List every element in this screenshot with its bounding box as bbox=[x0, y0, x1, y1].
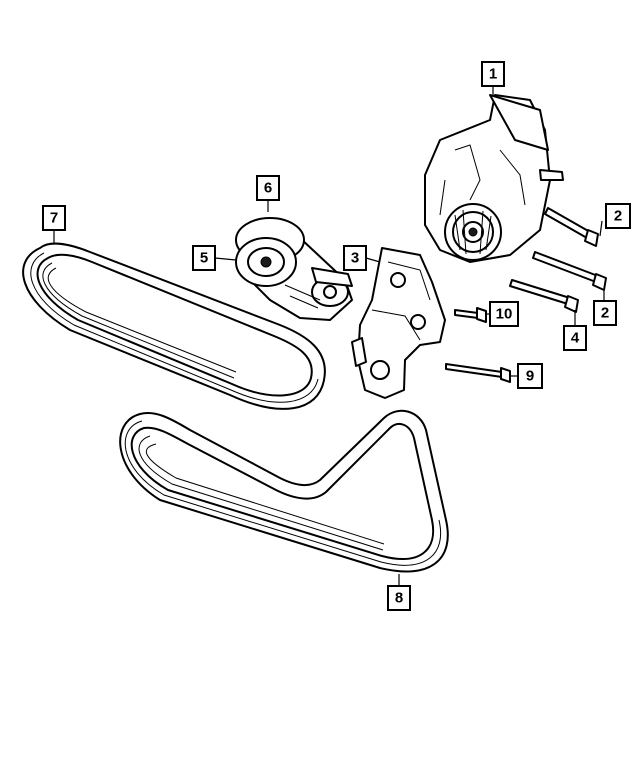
bolt-part-2a bbox=[544, 207, 599, 247]
svg-text:7: 7 bbox=[50, 210, 58, 227]
svg-text:4: 4 bbox=[571, 330, 580, 347]
bolt-part-4 bbox=[509, 279, 579, 313]
callout-4: 4 bbox=[563, 325, 587, 351]
svg-text:1: 1 bbox=[489, 66, 497, 83]
callout-5: 5 bbox=[192, 245, 216, 271]
bolt-part-10 bbox=[454, 307, 487, 323]
callout-1: 1 bbox=[481, 61, 505, 87]
callout-2a: 2 bbox=[605, 203, 631, 229]
svg-text:10: 10 bbox=[496, 306, 513, 323]
callout-7: 7 bbox=[42, 205, 66, 231]
svg-text:9: 9 bbox=[526, 368, 534, 385]
alternator-part-1 bbox=[424, 94, 564, 263]
leader-lines bbox=[53, 86, 605, 586]
callout-9: 9 bbox=[517, 363, 543, 389]
tensioner-part-5-6 bbox=[235, 217, 353, 321]
svg-text:8: 8 bbox=[395, 590, 403, 607]
callout-2b: 2 bbox=[593, 300, 617, 326]
callout-6: 6 bbox=[256, 175, 280, 201]
svg-text:2: 2 bbox=[601, 305, 609, 322]
bolt-part-2b bbox=[532, 251, 607, 291]
callout-8: 8 bbox=[387, 585, 411, 611]
belt-part-8 bbox=[119, 409, 449, 573]
svg-text:3: 3 bbox=[351, 250, 359, 267]
callout-10: 10 bbox=[489, 301, 519, 327]
bracket-part-3 bbox=[351, 247, 446, 399]
svg-text:6: 6 bbox=[264, 180, 272, 197]
svg-text:2: 2 bbox=[614, 208, 622, 225]
callout-3: 3 bbox=[343, 245, 367, 271]
belt-part-7 bbox=[22, 242, 326, 410]
bolt-part-9 bbox=[445, 363, 511, 383]
svg-text:5: 5 bbox=[200, 250, 208, 267]
